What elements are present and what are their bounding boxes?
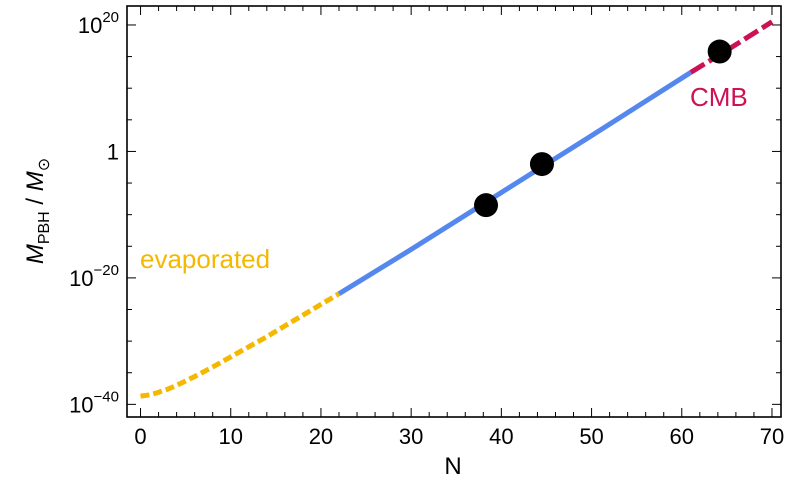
annotation-evaporated: evaporated [140, 244, 270, 274]
marker-point [474, 193, 499, 218]
x-tick-label: 0 [134, 424, 146, 449]
y-tick-base: 10 [69, 392, 93, 417]
x-tick-label: 30 [399, 424, 423, 449]
series-line-cmb [689, 19, 774, 75]
plot-frame [126, 5, 782, 418]
series-layer [140, 19, 774, 399]
y-tick-base: 10 [78, 13, 102, 38]
y-tick-label: 1020 [78, 9, 119, 38]
x-tick-label: 20 [309, 424, 333, 449]
x-tick-label: 40 [489, 424, 513, 449]
marker-point [529, 152, 554, 177]
x-tick-label: 50 [579, 424, 603, 449]
y-title-ref: M [22, 171, 49, 191]
y-title-ref-sub: ⊙ [36, 158, 53, 171]
y-title-slash: / [22, 191, 49, 211]
x-tick-label: 10 [218, 424, 242, 449]
y-title-main: M [22, 244, 49, 264]
y-tick-label: 10−20 [69, 262, 119, 291]
y-tick-base: 1 [107, 139, 119, 164]
annotation-cmb: CMB [690, 82, 748, 112]
series-line-main [337, 70, 693, 296]
y-tick-exponent: −40 [94, 388, 119, 405]
x-axis-title: N [444, 453, 461, 480]
y-tick-exponent: 20 [102, 9, 119, 26]
y-tick-exponent: −20 [94, 262, 119, 279]
y-title-main-sub: PBH [36, 211, 53, 244]
series-line-evaporated [140, 291, 341, 399]
x-tick-label: 60 [670, 424, 694, 449]
y-tick-base: 10 [69, 266, 93, 291]
ticks [127, 6, 781, 417]
marker-layer [474, 39, 732, 218]
x-tick-label: 70 [760, 424, 784, 449]
y-axis-title: MPBH / M⊙ [22, 158, 53, 264]
y-tick-label: 1 [107, 139, 119, 164]
marker-point [707, 39, 732, 64]
y-tick-label: 10−40 [69, 388, 119, 417]
